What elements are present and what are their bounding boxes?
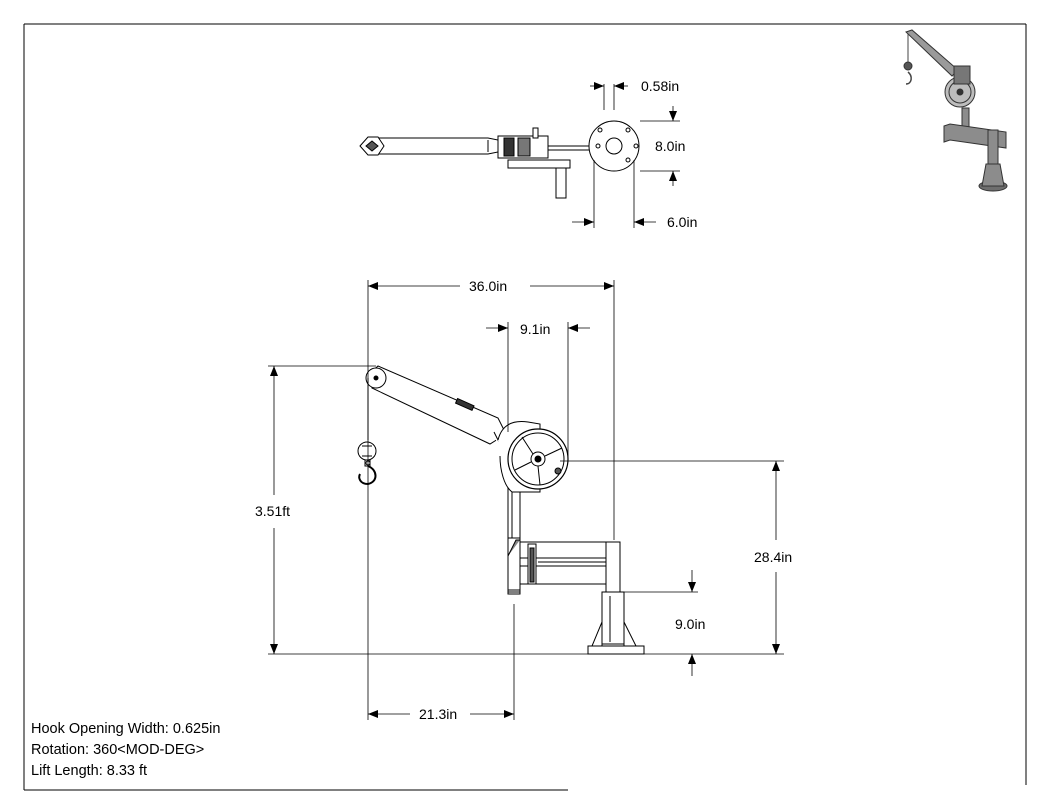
side-view-boom bbox=[365, 365, 507, 445]
top-view-boom bbox=[359, 136, 499, 156]
dim-drum-offset: 9.1in bbox=[520, 321, 550, 337]
spec-notes: Hook Opening Width: 0.625in Rotation: 36… bbox=[31, 719, 220, 782]
spec-hook-opening: Hook Opening Width: 0.625in bbox=[31, 721, 221, 737]
dim-top-bolt-spacing: 6.0in bbox=[667, 214, 697, 230]
top-view-base-plate bbox=[588, 120, 640, 172]
dim-top-plate-diameter: 8.0in bbox=[655, 138, 685, 154]
side-view bbox=[357, 365, 645, 655]
dim-overall-reach: 36.0in bbox=[469, 278, 507, 294]
side-view-dimensions bbox=[268, 280, 784, 720]
dim-base-height: 9.0in bbox=[675, 616, 705, 632]
spec-lift-length: Lift Length: 8.33 ft bbox=[31, 763, 148, 779]
top-view-winch bbox=[497, 127, 594, 199]
top-view bbox=[359, 120, 640, 199]
dim-top-arm-offset: 0.58in bbox=[641, 78, 679, 94]
side-view-arm bbox=[507, 537, 609, 591]
top-view-dimensions bbox=[572, 82, 680, 228]
isometric-thumbnail bbox=[903, 29, 1008, 192]
side-view-drum bbox=[497, 421, 569, 493]
spec-rotation: Rotation: 360<MOD-DEG> bbox=[31, 742, 205, 758]
dim-overall-height: 3.51ft bbox=[255, 503, 290, 519]
dim-drum-center-height: 28.4in bbox=[754, 549, 792, 565]
side-view-base bbox=[587, 541, 645, 655]
dim-hook-to-mast: 21.3in bbox=[419, 706, 457, 722]
sheet-border bbox=[23, 23, 1027, 791]
side-view-hook bbox=[357, 378, 377, 486]
